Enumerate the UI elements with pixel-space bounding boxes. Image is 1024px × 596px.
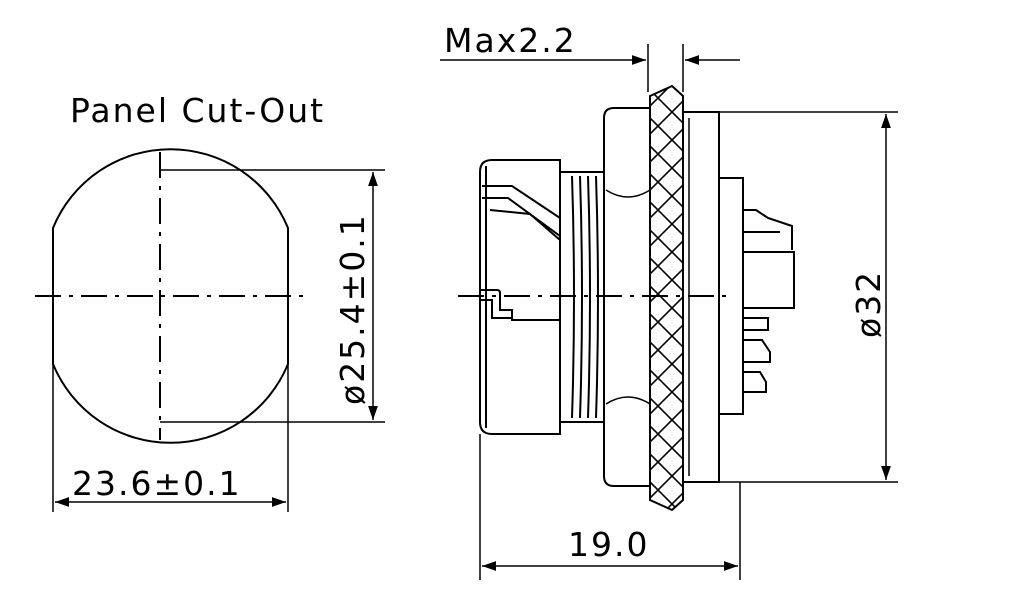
front-cap: [479, 159, 561, 435]
knurled-ring: [649, 84, 684, 512]
panel-cutout-view: Panel Cut-Out ø25.4±0.1 23.6±0.1: [35, 91, 385, 512]
cutout-width-label: 23.6±0.1: [72, 464, 242, 503]
connector-side-view: Max2.2: [440, 21, 898, 580]
cutout-diameter-label: ø25.4±0.1: [333, 213, 372, 405]
body-diameter-label: ø32: [849, 270, 888, 338]
panel-thickness-label: Max2.2: [444, 21, 577, 60]
rear-terminals: [742, 209, 795, 393]
panel-cutout-title: Panel Cut-Out: [70, 91, 325, 130]
overall-length-label: 19.0: [568, 525, 649, 564]
